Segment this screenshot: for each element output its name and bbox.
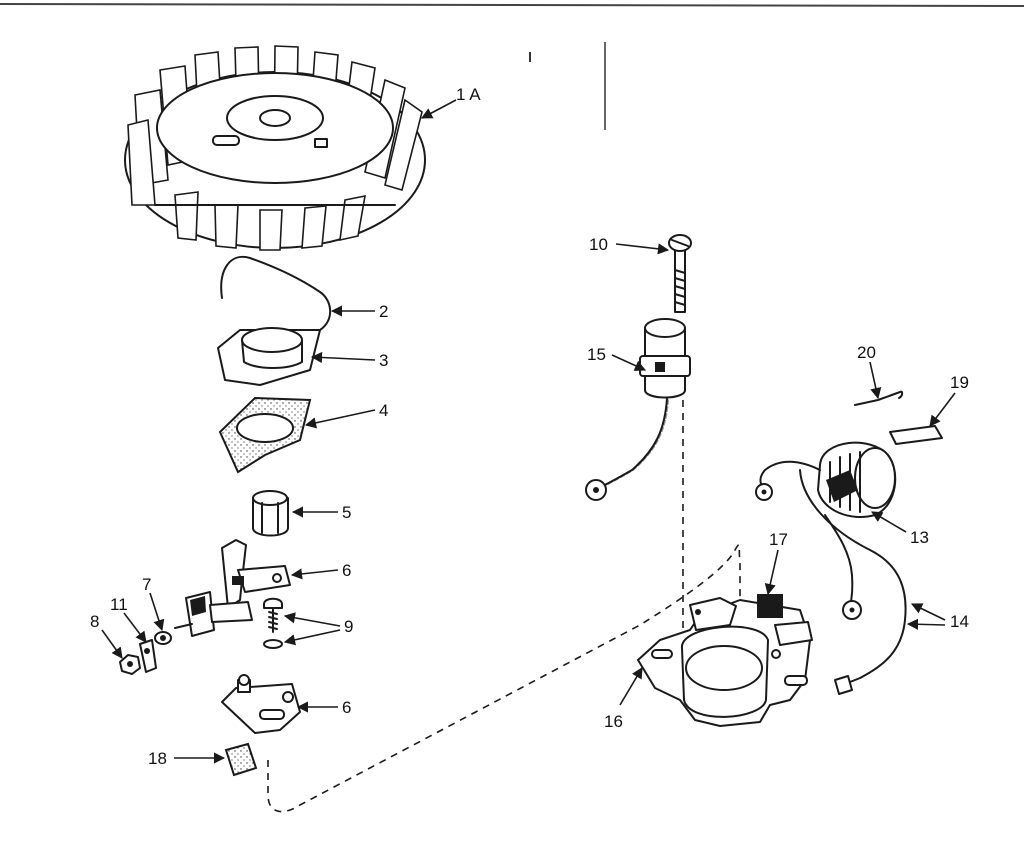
ignition-coil-part (755, 441, 897, 518)
terminal-part (139, 639, 157, 673)
label-part-13: 13 (910, 528, 929, 547)
label-part-6-lower: 6 (342, 698, 351, 717)
label-part-8: 8 (90, 612, 99, 631)
nut-part (119, 654, 141, 675)
small-plate-part (889, 425, 943, 445)
label-part-11: 11 (110, 595, 128, 614)
condenser-part (585, 318, 691, 501)
label-part-20: 20 (857, 343, 876, 362)
breaker-housing-part (637, 594, 813, 727)
felt-part (224, 742, 258, 777)
breaker-cover-part (217, 327, 321, 386)
label-part-3: 3 (379, 351, 388, 370)
flywheel-part (124, 45, 426, 251)
screw-washer-part (263, 597, 283, 649)
bushing-part (252, 490, 289, 537)
label-part-9: 9 (344, 617, 353, 636)
spring-clip-part (220, 255, 332, 331)
label-part-14: 14 (950, 612, 969, 631)
label-part-7: 7 (142, 575, 151, 594)
scan-border-top (0, 3, 1024, 130)
contact-point-part (174, 591, 253, 637)
label-part-18: 18 (148, 749, 167, 768)
label-part-16: 16 (604, 712, 623, 731)
label-part-4: 4 (379, 401, 388, 420)
wire-clip-part (854, 390, 904, 406)
gasket-part (218, 396, 312, 474)
breaker-arm-part (221, 539, 291, 609)
label-part-5: 5 (342, 503, 351, 522)
leader-arrows (101, 99, 956, 764)
label-part-2: 2 (379, 302, 388, 321)
washer-part (154, 631, 172, 645)
label-part-1a: 1 A (456, 85, 481, 104)
breaker-base-part (221, 674, 301, 734)
label-part-6-upper: 6 (342, 561, 351, 580)
label-part-19: 19 (950, 373, 969, 392)
assembly-dashed-lines (267, 400, 741, 813)
label-part-15: 15 (587, 345, 606, 364)
ground-lead-part (799, 469, 907, 695)
label-part-17: 17 (769, 530, 788, 549)
part-labels: 1 A 2 3 4 5 6 7 11 8 9 6 18 10 15 20 19 … (90, 85, 969, 768)
mounting-screw-part (668, 234, 692, 313)
label-part-10: 10 (589, 235, 608, 254)
